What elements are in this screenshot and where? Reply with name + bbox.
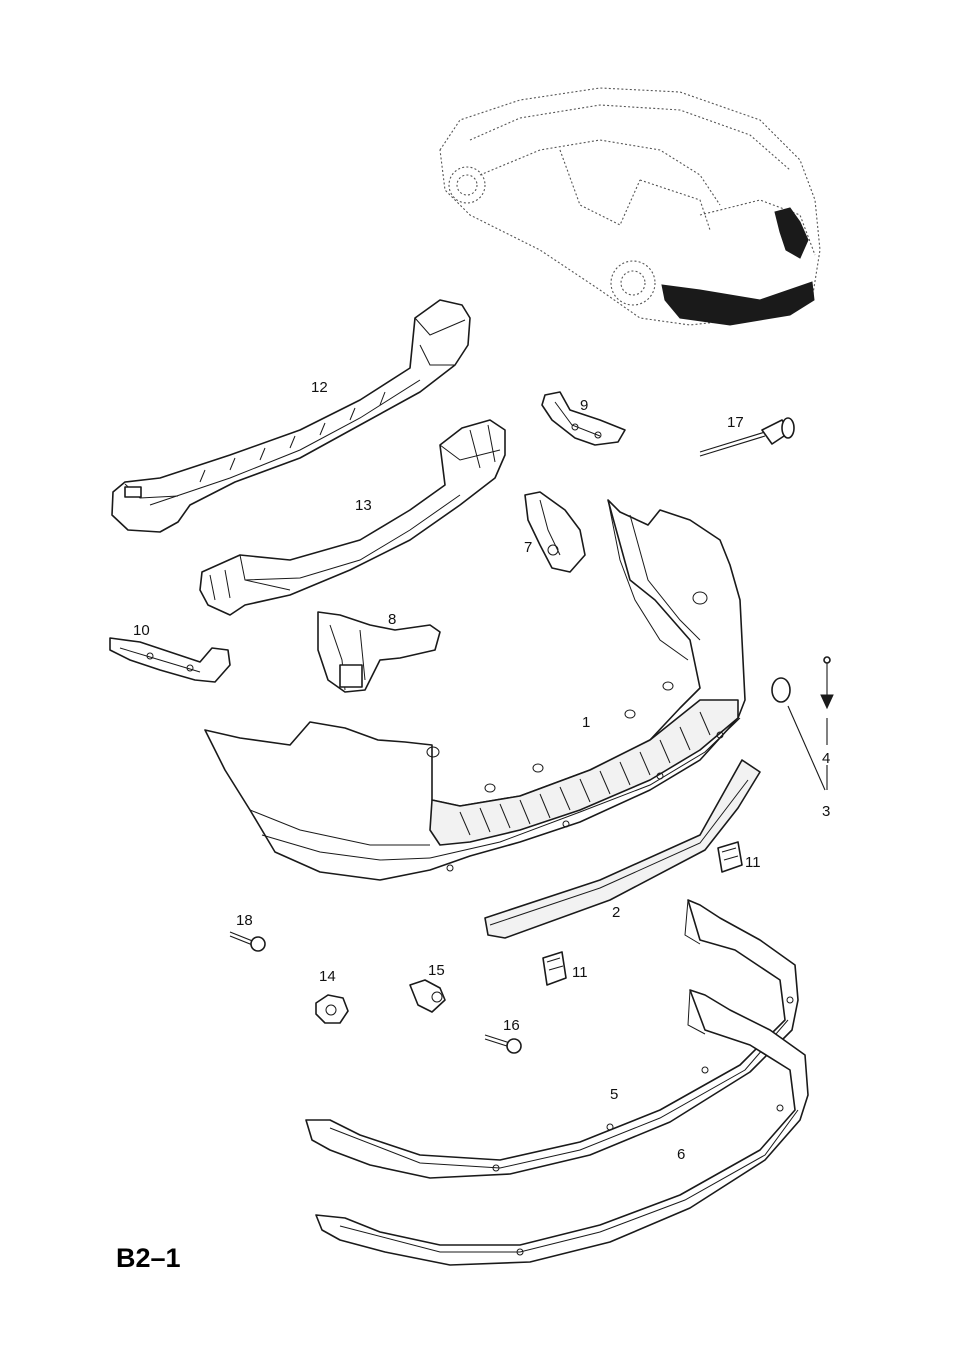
side-bracket-part-7 [524,491,586,573]
callout-7: 7 [524,539,532,556]
callout-4: 4 [822,750,830,767]
clip-part-11-lower [542,951,567,986]
callout-11-upper: 11 [745,854,761,871]
moulding-part-5 [305,899,799,1179]
bumper-cover-part-1 [204,499,746,881]
vehicle-locator-illustration [439,87,821,326]
callout-13: 13 [355,497,372,514]
nut-part-14 [315,994,349,1024]
pin-part-4 [820,656,834,710]
callout-15: 15 [428,962,445,979]
expansion-nut-part-15 [409,979,446,1013]
callout-9: 9 [580,397,588,414]
energy-absorber-part-12 [111,299,471,533]
callout-17: 17 [727,414,744,431]
callout-5: 5 [610,1086,618,1103]
callout-16: 16 [503,1017,520,1034]
callout-2: 2 [612,904,620,921]
page-code: B2–1 [116,1243,181,1273]
bracket-part-10 [109,637,231,683]
trim-strip-part-2 [484,759,761,939]
clip-part-11-upper [717,841,743,873]
bracket-part-9 [541,391,626,446]
callout-1: 1 [582,714,590,731]
bracket-part-8 [317,611,441,693]
reinforcement-part-13 [199,419,506,616]
plug-part-3 [771,677,791,703]
callout-3: 3 [822,803,830,820]
callout-10: 10 [133,622,150,639]
screw-part-18 [229,931,266,952]
callout-11-lower: 11 [572,964,588,981]
screw-part-16 [484,1034,522,1054]
callout-14: 14 [319,968,336,985]
callout-8: 8 [388,611,396,628]
rivet-part-17 [699,417,795,457]
callout-12: 12 [311,379,328,396]
callout-labels: 12 9 17 13 7 8 10 1 4 3 11 2 18 11 15 14… [133,379,830,1163]
callout-18: 18 [236,912,253,929]
callout-6: 6 [677,1146,685,1163]
moulding-part-6 [315,989,809,1266]
leader-line [787,705,826,791]
